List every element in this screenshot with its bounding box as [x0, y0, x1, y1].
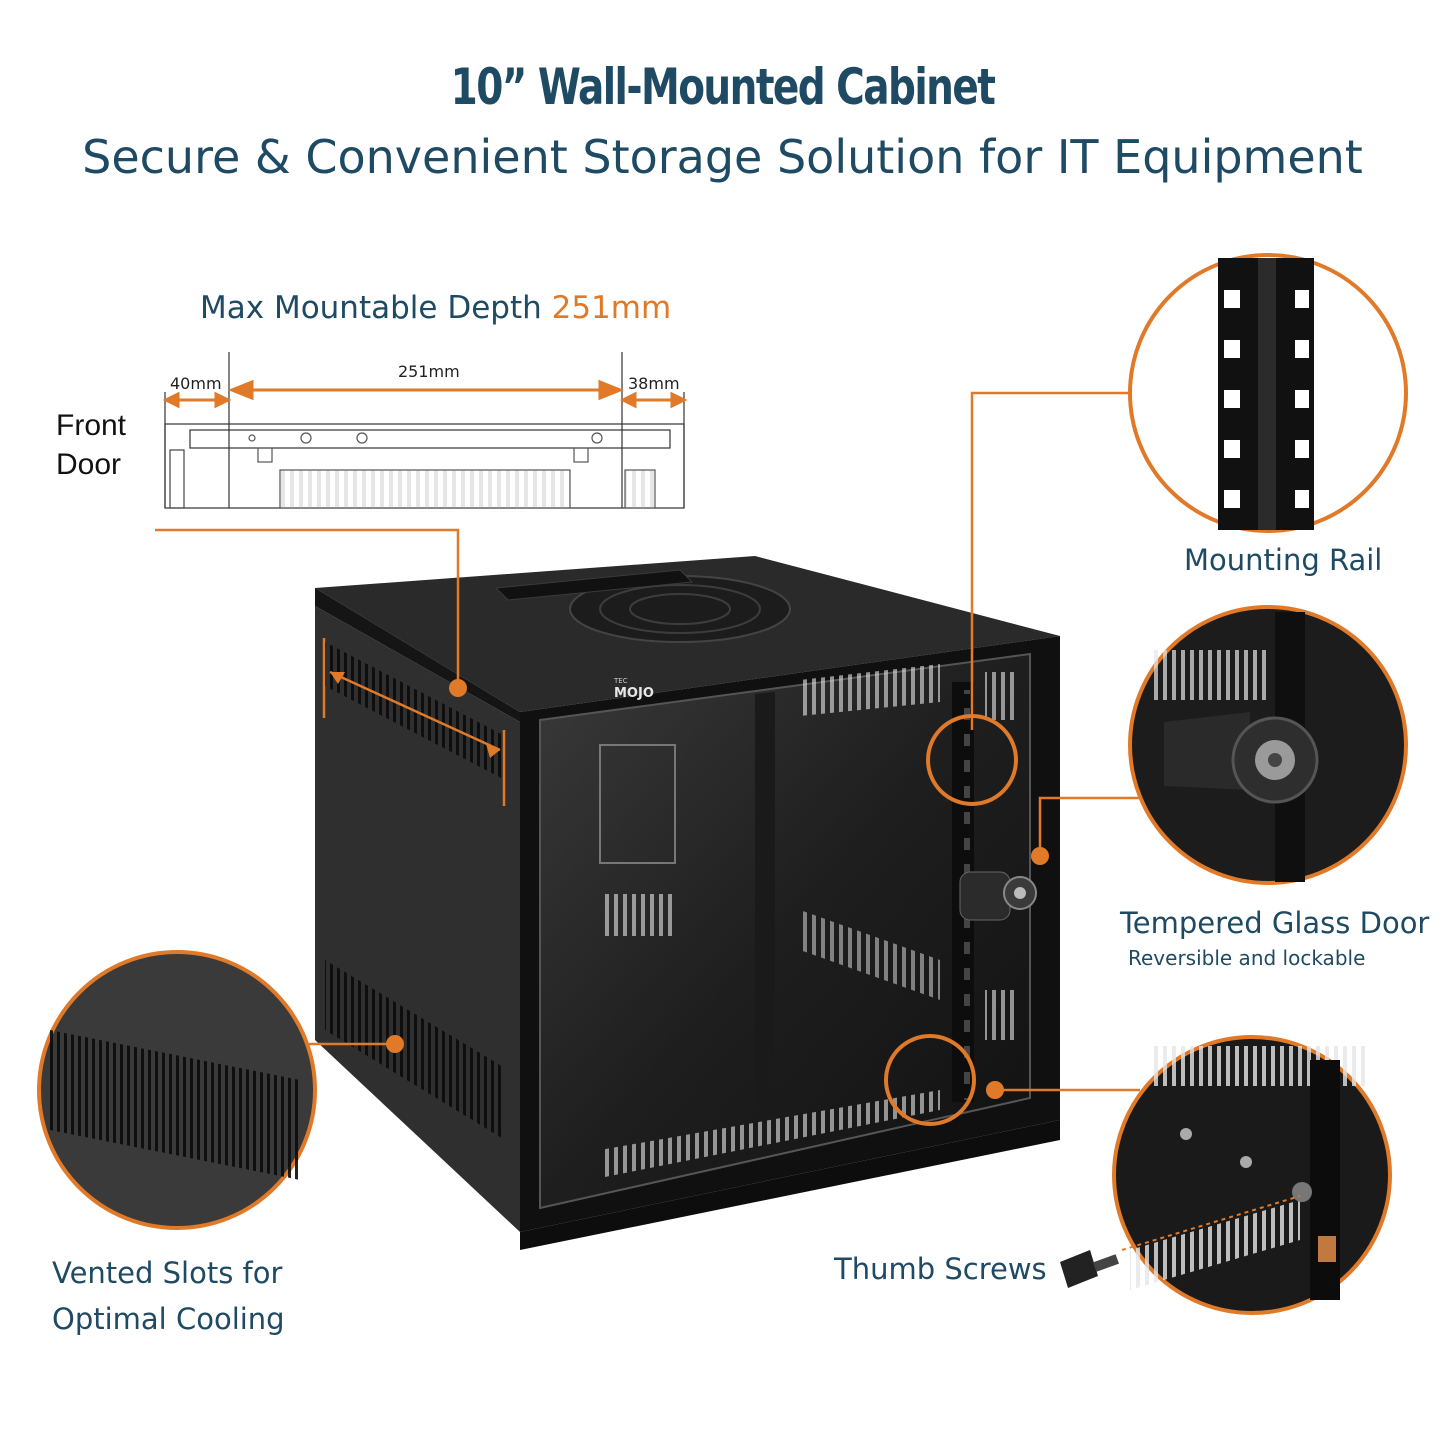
highlight-rings	[884, 714, 1018, 1126]
cabinet-body	[315, 556, 1060, 1250]
vented-slots-label: Vented Slots for Optimal Cooling	[52, 1250, 285, 1342]
depth-heading-prefix: Max Mountable Depth	[200, 290, 542, 326]
page-subtitle: Secure & Convenient Storage Solution for…	[82, 130, 1363, 184]
depth-diagram	[164, 352, 685, 509]
thumb-screw-icon	[1060, 1250, 1119, 1288]
callout-dots	[330, 672, 1049, 1099]
callout-lines	[155, 391, 1140, 1092]
detail-vented-slots	[37, 950, 317, 1230]
vented-slots-line1: Vented Slots for	[52, 1256, 283, 1290]
vented-slots-line2: Optimal Cooling	[52, 1302, 285, 1336]
glass-door-label: Tempered Glass Door	[1120, 906, 1430, 940]
front-door-line2: Door	[56, 448, 122, 481]
page-title: 10” Wall-Mounted Cabinet	[450, 58, 996, 116]
mount-depth-label: 251mm	[398, 362, 460, 381]
glass-door-note: Reversible and lockable	[1128, 946, 1366, 970]
brand-logo-prefix: TEC	[613, 677, 628, 685]
front-door-line1: Front	[56, 409, 127, 442]
front-door-label: Front Door	[56, 406, 126, 484]
thumb-screws-label: Thumb Screws	[834, 1252, 1047, 1286]
depth-heading: Max Mountable Depth 251mm	[200, 290, 671, 326]
rear-clearance-label: 38mm	[628, 374, 680, 393]
mounting-rail-label: Mounting Rail	[1184, 543, 1383, 577]
brand-logo: MOJO	[614, 686, 654, 701]
detail-mounting-rail	[1128, 253, 1408, 533]
detail-thumb-screws	[1112, 1035, 1392, 1315]
depth-heading-value: 251mm	[551, 290, 672, 326]
detail-glass-door	[1128, 605, 1408, 885]
front-clearance-label: 40mm	[170, 374, 222, 393]
